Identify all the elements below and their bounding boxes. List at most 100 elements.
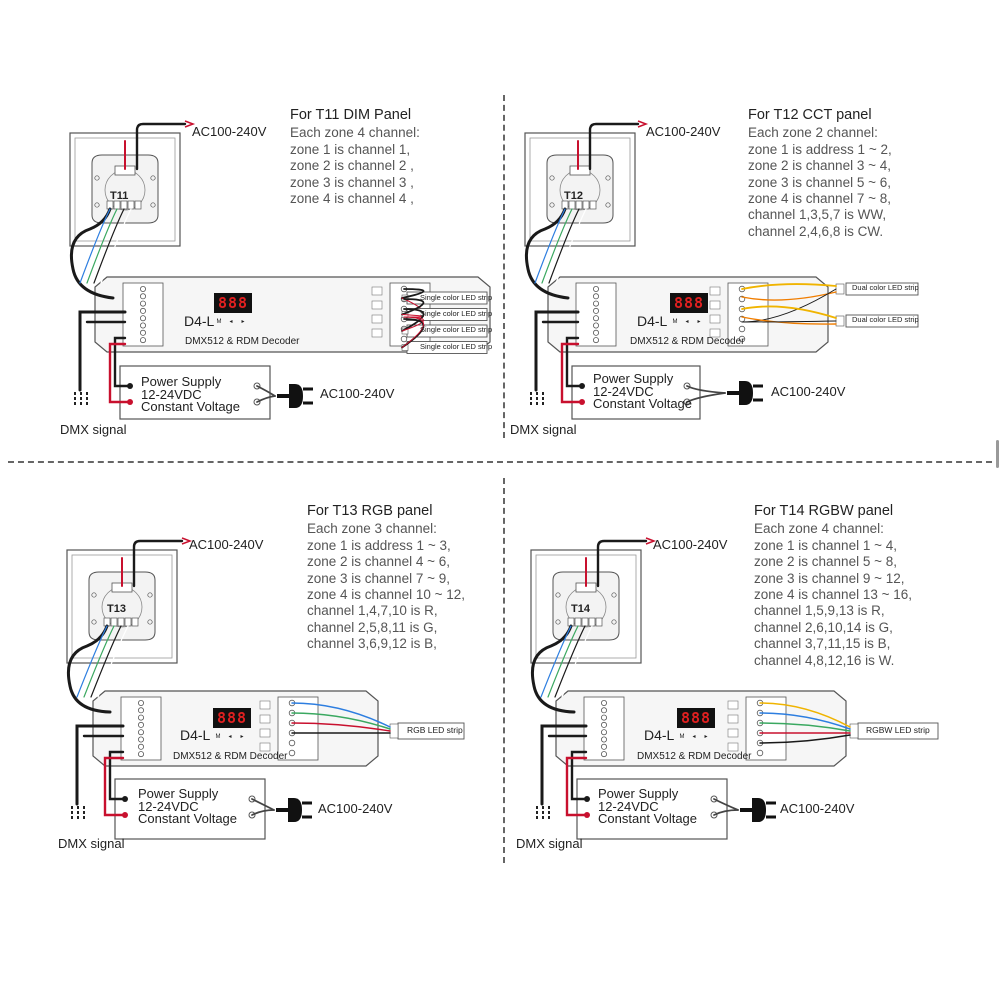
- description-line: zone 4 is channel 4 ,: [290, 191, 414, 207]
- panel-dmx-terminal: [117, 617, 125, 627]
- panel-module: [546, 154, 614, 224]
- plug-prongs-icon: [303, 387, 313, 405]
- decoder-display: 888: [677, 708, 715, 728]
- panel-screw: [150, 175, 156, 181]
- description-line: channel 4,8,12,16 is W.: [754, 652, 895, 668]
- plug-icon: [288, 798, 302, 822]
- psu-line: Constant Voltage: [138, 811, 238, 826]
- panel-ac-label: AC100-240V: [653, 537, 728, 552]
- led-output-wire: [759, 702, 851, 728]
- led-strip-label: Single color LED strip: [420, 293, 493, 302]
- panel-dmx-terminal: [568, 200, 576, 210]
- led-output-wire: [401, 316, 424, 348]
- plug-icon: [739, 381, 753, 405]
- description-line: zone 1 is channel 1,: [290, 141, 411, 157]
- led-strip-label: RGBW LED strip: [866, 725, 930, 735]
- terminal-screw: [137, 751, 144, 758]
- description-line: channel 3,7,11,15 is B,: [754, 636, 891, 652]
- right-key[interactable]: ▸: [241, 319, 245, 325]
- terminal-screw: [601, 729, 608, 736]
- description-line: channel 2,4,6,8 is CW.: [748, 223, 884, 239]
- led-output-wire: [291, 722, 391, 732]
- plug-ac-label: AC100-240V: [780, 801, 855, 816]
- decoder-keys[interactable]: M ◂ ▸: [212, 733, 248, 740]
- panel-ac-wire-black: [135, 122, 187, 171]
- description-line: zone 1 is address 1 ~ 3,: [307, 537, 451, 553]
- dmx-core-wire: [93, 208, 125, 284]
- description-line: channel 2,6,10,14 is G,: [754, 619, 893, 635]
- psu-line: Constant Voltage: [593, 396, 693, 411]
- psu-ac-wire: [256, 395, 276, 403]
- panel-ac-wire-black: [596, 539, 648, 588]
- panel-dmx-terminal: [110, 617, 118, 627]
- decoder-keys[interactable]: M ◂ ▸: [213, 318, 249, 325]
- terminal-screw: [601, 707, 608, 714]
- left-key[interactable]: ◂: [692, 734, 696, 740]
- psu-ac-wire: [713, 809, 739, 816]
- panel-dmx-terminal: [575, 200, 583, 210]
- power-supply-label: Power Supply 12-24VDC Constant Voltage: [138, 787, 238, 826]
- panel-dmx-terminal: [589, 200, 597, 210]
- description-line: zone 3 is channel 5 ~ 6,: [748, 174, 891, 190]
- dmx-cable: [530, 624, 576, 714]
- panel-dmx-terminal: [131, 617, 139, 627]
- psu-line: Power Supply: [593, 371, 674, 386]
- led-strip-label: Single color LED strip: [420, 325, 493, 334]
- right-key[interactable]: ▸: [704, 734, 708, 740]
- panel-screw: [94, 175, 100, 181]
- panel-dmx-terminal: [582, 200, 590, 210]
- decoder-model: D4-L: [644, 727, 675, 743]
- mode-key[interactable]: M: [215, 734, 221, 740]
- description-line: Each zone 3 channel:: [307, 521, 437, 537]
- decoder-keys[interactable]: M ◂ ▸: [676, 733, 712, 740]
- description-line: zone 2 is channel 5 ~ 8,: [754, 554, 897, 570]
- left-key[interactable]: ◂: [229, 319, 233, 325]
- scrollbar[interactable]: [996, 440, 999, 468]
- dmx-core-wire: [561, 625, 593, 698]
- panel-screw: [555, 619, 561, 625]
- psu-line: 12-24VDC: [141, 386, 202, 402]
- left-key[interactable]: ◂: [685, 319, 689, 325]
- channel-indicator: [727, 742, 739, 752]
- panel-screw: [150, 202, 156, 208]
- channel-indicator: [371, 286, 383, 296]
- channel-indicator: [709, 286, 721, 296]
- output-terminal-screw: [756, 749, 764, 757]
- right-key[interactable]: ▸: [240, 734, 244, 740]
- psu-ac-wire: [251, 809, 275, 816]
- description-line: zone 2 is channel 3 ~ 4,: [748, 158, 891, 174]
- dmx-signal-cable: [78, 310, 127, 392]
- panel-model-label: T12: [564, 190, 583, 202]
- panel-dmx-terminal: [134, 200, 142, 210]
- psu-line: 12-24VDC: [138, 798, 199, 814]
- mode-key[interactable]: M: [672, 319, 678, 325]
- ac-arrow-icon: [637, 120, 649, 128]
- led-output-wire: [741, 320, 837, 323]
- decoder-keys[interactable]: M ◂ ▸: [669, 318, 705, 325]
- terminal-screw: [137, 714, 144, 721]
- section-title: For T11 DIM Panel: [290, 107, 412, 123]
- description-line: zone 1 is address 1 ~ 2,: [748, 141, 892, 157]
- dmx-core-wire: [547, 625, 579, 698]
- decoder-output-terminal-block: [745, 696, 787, 761]
- channel-indicator: [727, 714, 739, 724]
- mode-key[interactable]: M: [216, 319, 222, 325]
- description-line: channel 3,6,9,12 is B,: [307, 636, 437, 652]
- terminal-screw: [601, 721, 608, 728]
- decoder-output-terminal-block: [727, 282, 769, 347]
- mode-key[interactable]: M: [679, 734, 685, 740]
- terminal-screw: [137, 700, 144, 707]
- panel-model-label: T14: [571, 603, 590, 615]
- ac-arrow-icon: [645, 537, 657, 545]
- horizontal-divider: [8, 461, 992, 463]
- panel-ac-wire-black: [588, 122, 640, 171]
- panel-dmx-terminal: [581, 617, 589, 627]
- terminal-screw: [593, 293, 600, 300]
- psu-line: 12-24VDC: [598, 798, 659, 814]
- description-line: zone 3 is channel 3 ,: [290, 174, 414, 190]
- description-line: zone 1 is channel 1 ~ 4,: [754, 537, 897, 553]
- right-key[interactable]: ▸: [697, 319, 701, 325]
- description-line: Each zone 4 channel:: [290, 125, 420, 141]
- left-key[interactable]: ◂: [228, 734, 232, 740]
- plug-ac-label: AC100-240V: [318, 801, 393, 816]
